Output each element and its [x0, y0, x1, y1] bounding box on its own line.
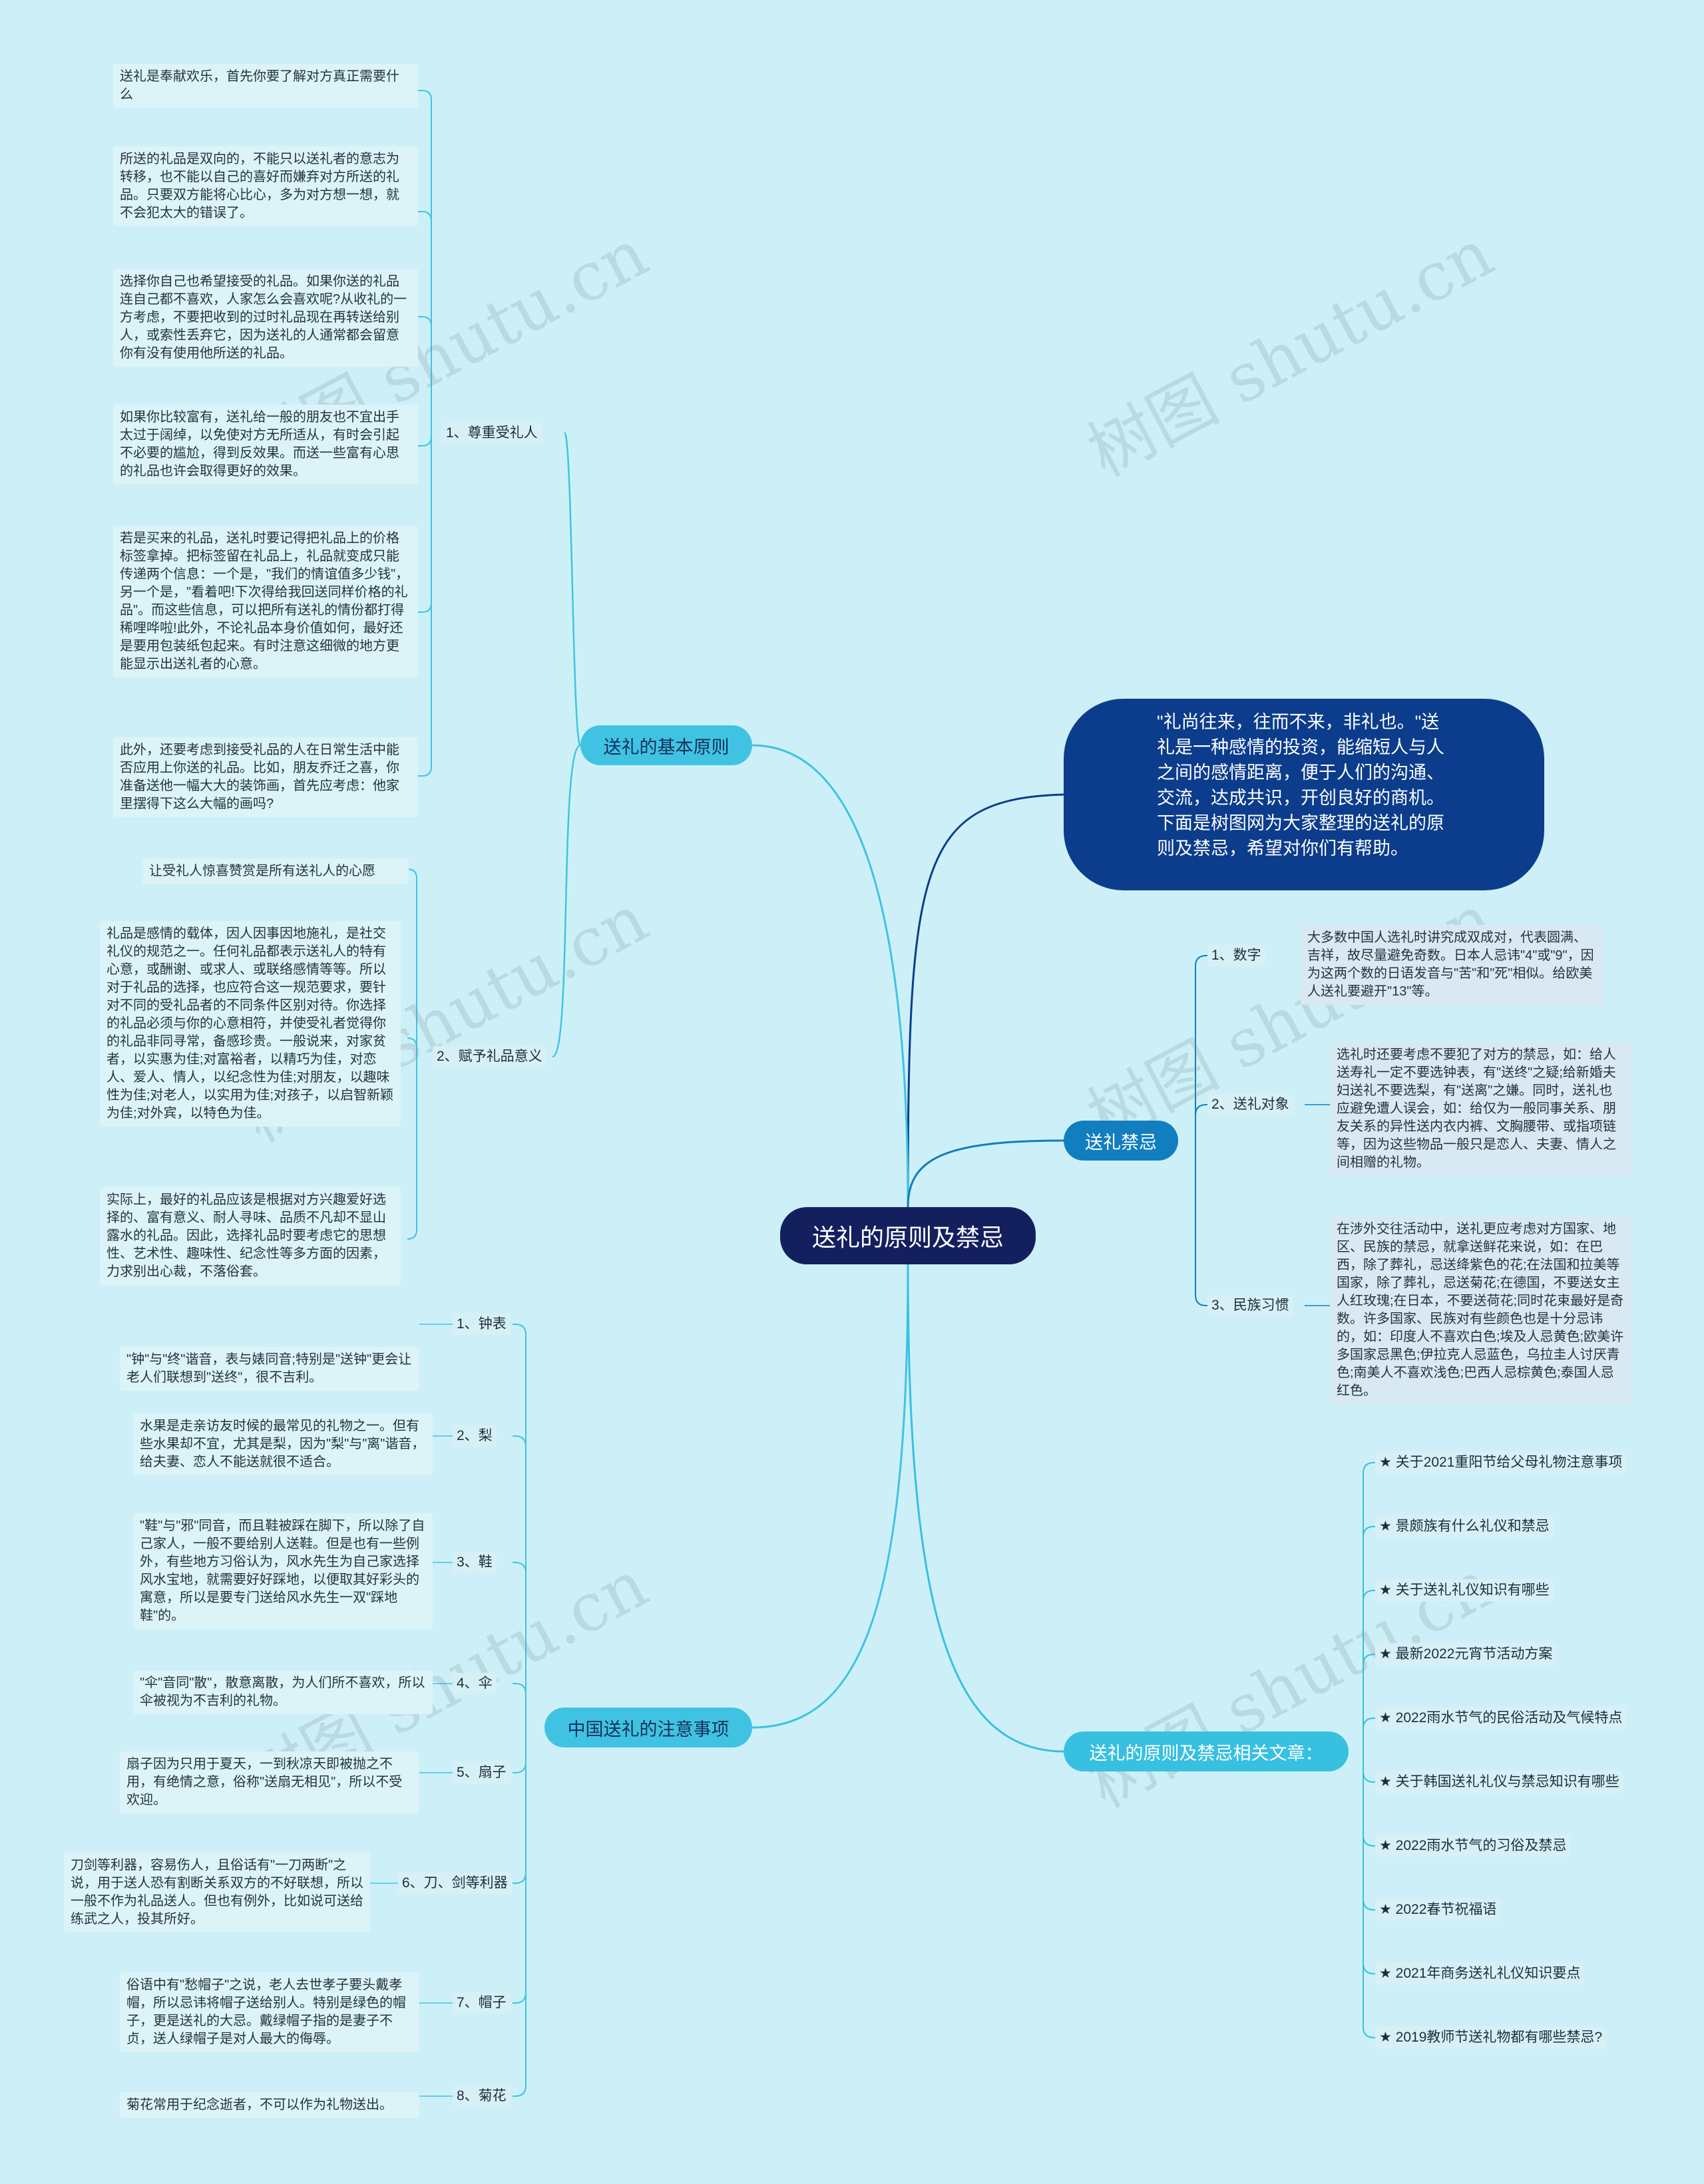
related-article-link[interactable]: ★ 2022春节祝福语 — [1375, 1899, 1501, 1921]
connector-china-item — [513, 1683, 527, 1728]
leaf-meaning-1: 让受礼人惊喜赞赏是所有送礼人的心愿 — [142, 858, 409, 884]
taboo-item-text: 在涉外交往活动中，送礼更应考虑对方国家、地区、民族的禁忌，就拿送鲜花来说，如：在… — [1330, 1216, 1632, 1404]
china-item-label[interactable]: 3、鞋 — [453, 1552, 497, 1573]
connector-related-item — [1363, 1751, 1375, 1783]
sub-respect-recipient[interactable]: 1、尊重受礼人 — [442, 423, 542, 444]
leaf-meaning-2: 礼品是感情的载体，因人因事因地施礼，是社交礼仪的规范之一。任何礼品都表示送礼人的… — [100, 921, 401, 1127]
connector-related-item — [1363, 1590, 1375, 1751]
related-article-link[interactable]: ★ 关于送礼礼仪知识有哪些 — [1375, 1579, 1554, 1602]
connector-related-item — [1363, 1751, 1375, 1911]
leaf-basic-1: 送礼是奉献欢乐，首先你要了解对方真正需要什么 — [113, 64, 418, 108]
branch-taboo[interactable]: 送礼禁忌 — [1064, 1121, 1178, 1161]
connector-china-item — [513, 1728, 527, 1884]
related-article-link[interactable]: ★ 2022雨水节气的习俗及禁忌 — [1375, 1835, 1571, 1857]
leaf-basic-4: 如果你比较富有，送礼给一般的朋友也不宜出手太过于阔绰，以免使对方无所适从，有时会… — [113, 405, 418, 484]
connector-sub1-leaf — [418, 316, 432, 433]
connector-sub2-leaf — [407, 1037, 417, 1057]
connector-china-item — [513, 1324, 527, 1728]
related-article-link[interactable]: ★ 最新2022元宵节活动方案 — [1375, 1643, 1557, 1666]
connector-china-item — [513, 1728, 527, 1773]
connector-sub1-leaf — [418, 433, 432, 777]
intro-node[interactable]: "礼尚往来，往而不来，非礼也。"送礼是一种感情的投资，能缩短人与人之间的感情距离… — [1064, 699, 1544, 890]
connector-sub1-leaf — [418, 433, 432, 613]
connector-taboo-item — [1195, 1104, 1207, 1141]
china-item-text: "伞"音同"散"，散意离散，为人们所不喜欢，所以伞被视为不吉利的礼物。 — [133, 1670, 433, 1714]
leaf-basic-5: 若是买来的礼品，送礼时要记得把礼品上的价格标签拿掉。把标签留在礼品上，礼品就变成… — [113, 526, 418, 677]
connector-china-item — [513, 1562, 527, 1728]
branch-basic-principles[interactable]: 送礼的基本原则 — [580, 725, 752, 765]
connector-china-item — [513, 1728, 527, 2097]
branch-related-articles[interactable]: 送礼的原则及禁忌相关文章： — [1064, 1731, 1349, 1771]
connector-sub2-leaf — [407, 1057, 417, 1240]
connector-related-item — [1363, 1462, 1375, 1751]
china-item-label[interactable]: 4、伞 — [453, 1673, 497, 1694]
china-item-text: 刀剑等利器，容易伤人，且俗话有"一刀两断"之说，用于送人恐有割断关系双方的不好联… — [64, 1853, 370, 1932]
china-item-text: 扇子因为只用于夏天，一到秋凉天即被抛之不用，有绝情之意，俗称"送扇无相见"，所以… — [120, 1751, 419, 1813]
china-item-text: 水果是走亲访友时候的最常见的礼物之一。但有些水果却不宜，尤其是梨，因为"梨"与"… — [133, 1413, 433, 1475]
related-article-link[interactable]: ★ 2022雨水节气的民俗活动及气候特点 — [1375, 1707, 1627, 1729]
connector-related-item — [1363, 1751, 1375, 2038]
connector-sub1-leaf — [418, 90, 432, 433]
china-item-label[interactable]: 7、帽子 — [453, 1992, 511, 2014]
leaf-basic-6: 此外，还要考虑到接受礼品的人在日常生活中能否应用上你送的礼品。比如，朋友乔迁之喜… — [113, 737, 418, 817]
china-item-text: "鞋"与"邪"同音，而且鞋被踩在脚下，所以除了自己家人，一般不要给别人送鞋。但是… — [133, 1513, 433, 1629]
connector-sub2-leaf — [407, 868, 417, 1057]
china-item-text: 俗语中有"愁帽子"之说，老人去世孝子要头戴孝帽，所以忌讳将帽子送给别人。特别是绿… — [120, 1972, 419, 2052]
taboo-item-text: 大多数中国人选礼时讲究成双成对，代表圆满、吉祥，故尽量避免奇数。日本人忌讳"4"… — [1301, 925, 1604, 1005]
connector-related-item — [1363, 1526, 1375, 1751]
china-item-label[interactable]: 5、扇子 — [453, 1762, 511, 1783]
connector-taboo-item — [1195, 955, 1207, 1141]
root-topic[interactable]: 送礼的原则及禁忌 — [780, 1207, 1036, 1264]
taboo-item-text: 选礼时还要考虑不要犯了对方的禁忌，如：给人送寿礼一定不要选钟表，有"送终"之疑;… — [1330, 1042, 1632, 1176]
connector-related-item — [1363, 1654, 1375, 1751]
connector-sub1-leaf — [418, 433, 432, 447]
connector-related-item — [1363, 1718, 1375, 1751]
connector-basic-sub1 — [563, 431, 582, 747]
related-article-link[interactable]: ★ 2021年商务送礼礼仪知识要点 — [1375, 1962, 1585, 1985]
related-article-link[interactable]: ★ 2019教师节送礼物都有哪些禁忌? — [1375, 2026, 1607, 2049]
connector-basic-sub2 — [552, 744, 581, 1058]
related-article-link[interactable]: ★ 景颇族有什么礼仪和禁忌 — [1375, 1515, 1554, 1538]
leaf-meaning-3: 实际上，最好的礼品应该是根据对方兴趣爱好选择的、富有意义、耐人寻味、品质不凡却不… — [100, 1187, 401, 1285]
connector-related-item — [1363, 1751, 1375, 1847]
china-item-label[interactable]: 2、梨 — [453, 1425, 497, 1447]
leaf-basic-2: 所送的礼品是双向的，不能只以送礼者的意志为转移，也不能以自己的喜好而嫌弃对方所送… — [113, 146, 418, 226]
connector-china-item — [513, 1435, 527, 1728]
china-item-label[interactable]: 6、刀、剑等利器 — [398, 1873, 512, 1894]
connector-root-basic — [751, 744, 909, 1208]
leaf-basic-3: 选择你自己也希望接受的礼品。如果你送的礼品连自己都不喜欢，人家怎么会喜欢呢?从收… — [113, 269, 418, 367]
branch-china-notes[interactable]: 中国送礼的注意事项 — [544, 1708, 752, 1747]
china-item-text: 菊花常用于纪念逝者，不可以作为礼物送出。 — [120, 2092, 419, 2118]
related-article-link[interactable]: ★ 关于2021重阳节给父母礼物注意事项 — [1375, 1451, 1627, 1474]
connector-root-taboo — [907, 1139, 1064, 1208]
connector-root-china — [751, 1264, 909, 1729]
china-item-label[interactable]: 8、菊花 — [453, 2086, 511, 2107]
china-item-label[interactable]: 1、钟表 — [453, 1314, 511, 1335]
connector-root-related — [907, 1264, 1064, 1753]
taboo-item-label[interactable]: 3、民族习惯 — [1207, 1295, 1293, 1316]
connector-root-intro — [907, 793, 1064, 1208]
china-item-text: "钟"与"终"谐音，表与婊同音;特别是"送钟"更会让老人们联想到"送终"，很不吉… — [120, 1347, 419, 1391]
connector-related-item — [1363, 1751, 1375, 1974]
related-article-link[interactable]: ★ 关于韩国送礼礼仪与禁忌知识有哪些 — [1375, 1771, 1623, 1793]
connector-sub1-leaf — [418, 211, 432, 433]
taboo-item-label[interactable]: 2、送礼对象 — [1207, 1094, 1293, 1115]
taboo-item-label[interactable]: 1、数字 — [1207, 945, 1265, 966]
connector-taboo-item — [1195, 1141, 1207, 1306]
sub-gift-meaning[interactable]: 2、赋予礼品意义 — [433, 1046, 546, 1067]
